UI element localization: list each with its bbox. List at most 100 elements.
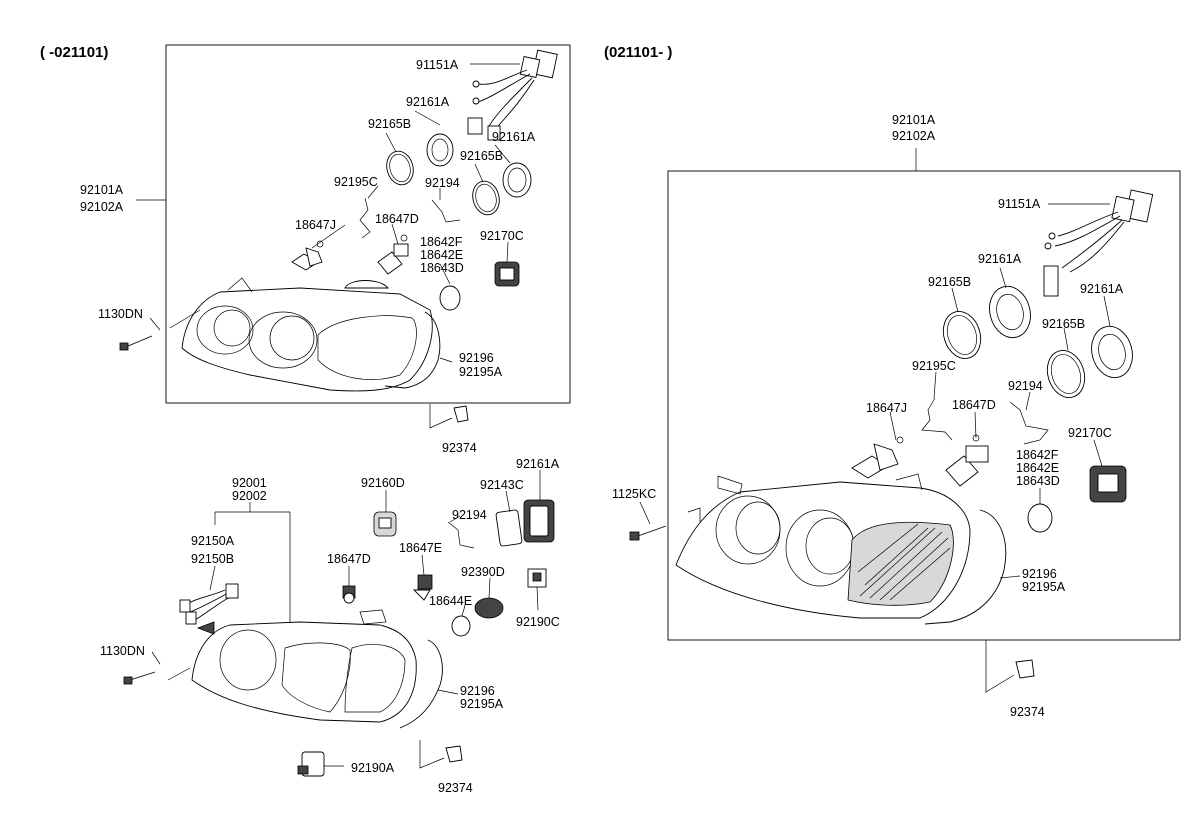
clip-92194 (447, 521, 475, 549)
socket-92390d (474, 597, 504, 619)
socket-92190c (527, 568, 547, 588)
screw-1125kc (629, 525, 667, 541)
bulb-18642f (1027, 503, 1053, 533)
clip-92374 (419, 740, 463, 769)
bulb-18642f (439, 285, 461, 311)
headlamp-housing-old (169, 277, 433, 392)
clip-92194 (431, 199, 461, 223)
label-92195a: 92195A (459, 365, 503, 379)
label-92374: 92374 (442, 441, 477, 455)
gasket-92196 (399, 639, 443, 729)
label-92374: 92374 (438, 781, 473, 795)
label-92150a: 92150A (191, 534, 235, 548)
label-92170c: 92170C (1068, 426, 1112, 440)
clip-92374 (985, 640, 1035, 693)
label-92165b: 92165B (368, 117, 411, 131)
label-18642e: 18642E (420, 248, 463, 262)
clip-92195c (359, 197, 371, 239)
label-92161a: 92161A (516, 457, 560, 471)
label-92194: 92194 (425, 176, 460, 190)
label-92143c: 92143C (480, 478, 524, 492)
cover-92161a (523, 499, 555, 543)
label-1130dn: 1130DN (100, 644, 145, 658)
socket-92170c (1089, 465, 1127, 503)
label-1130dn: 1130DN (98, 307, 143, 321)
label-1125kc: 1125KC (612, 487, 656, 501)
right-assembly: 92101A 92102A 91151A 92161A 92165B 92161… (612, 113, 1181, 719)
clip-92374 (429, 404, 469, 429)
screw-1130dn (123, 671, 156, 685)
label-92194: 92194 (1008, 379, 1043, 393)
header-right: (021101- ) (604, 44, 672, 61)
label-92161a: 92161A (1080, 282, 1124, 296)
label-18647j: 18647J (295, 218, 336, 232)
clip-92195c (921, 397, 953, 441)
label-92374: 92374 (1010, 705, 1045, 719)
label-18647d: 18647D (327, 552, 371, 566)
header-left: ( -021101) (40, 44, 108, 61)
label-92161a: 92161A (406, 95, 450, 109)
bulb-cover-92161a (989, 285, 1133, 379)
socket-92160d (373, 511, 397, 537)
label-92196: 92196 (460, 684, 495, 698)
label-92102a: 92102A (80, 200, 124, 214)
wiring-harness (1043, 189, 1154, 297)
label-91151a: 91151A (998, 197, 1041, 211)
label-92102a: 92102A (892, 129, 936, 143)
label-18647e: 18647E (399, 541, 442, 555)
label-92001: 92001 (232, 476, 267, 490)
label-18647d: 18647D (952, 398, 996, 412)
bulb-18647j (291, 240, 324, 271)
label-18647d: 18647D (375, 212, 419, 226)
label-92165b: 92165B (1042, 317, 1085, 331)
bulb-18647d (342, 585, 356, 604)
wiring-92150 (179, 583, 239, 625)
label-92165b: 92165B (928, 275, 971, 289)
label-92002: 92002 (232, 489, 267, 503)
label-92194: 92194 (452, 508, 487, 522)
label-18642e: 18642E (1016, 461, 1059, 475)
label-18644e: 18644E (429, 594, 472, 608)
right-frame (667, 170, 1181, 641)
label-91151a: 91151A (416, 58, 459, 72)
screw-1130dn (119, 335, 153, 351)
label-18643d: 18643D (1016, 474, 1060, 488)
bulb-18647d (945, 434, 989, 487)
gasket-92196 (924, 509, 1007, 625)
left-top-assembly: 91151A 92161A 92165B 92161A 92165B 92195… (80, 44, 571, 455)
label-92190a: 92190A (351, 761, 395, 775)
bulb-18644e (451, 615, 471, 637)
label-92161a: 92161A (978, 252, 1022, 266)
o-ring-92165b (942, 311, 1086, 398)
label-92190c: 92190C (516, 615, 560, 629)
wiring-harness (467, 49, 558, 141)
bulb-18647d (377, 234, 409, 275)
label-18642f: 18642F (1016, 448, 1059, 462)
bulb-18647e (412, 574, 433, 601)
label-92150b: 92150B (191, 552, 234, 566)
actuator-92190a (297, 751, 344, 777)
gasket-92143c (495, 509, 523, 547)
bulb-cover-92161a (426, 133, 532, 198)
label-92195c: 92195C (912, 359, 956, 373)
label-92196: 92196 (1022, 567, 1057, 581)
label-92195a: 92195A (460, 697, 504, 711)
label-92101a: 92101A (80, 183, 124, 197)
label-92195a: 92195A (1022, 580, 1066, 594)
label-92165b: 92165B (460, 149, 503, 163)
label-18647j: 18647J (866, 401, 907, 415)
headlamp-housing-new (675, 473, 971, 619)
clip-92194 (1009, 401, 1049, 445)
left-bottom-assembly: 92001 92002 92160D 92143C 92161A 92194 9… (100, 457, 560, 795)
label-92390d: 92390D (461, 565, 505, 579)
label-18643d: 18643D (420, 261, 464, 275)
gasket-92196 (384, 311, 441, 389)
label-18642f: 18642F (420, 235, 463, 249)
headlamp-housing-bottom (167, 609, 417, 723)
label-92195c: 92195C (334, 175, 378, 189)
label-92161a: 92161A (492, 130, 536, 144)
label-92101a: 92101A (892, 113, 936, 127)
left-top-frame (165, 44, 571, 404)
bulb-18647j (851, 436, 904, 479)
